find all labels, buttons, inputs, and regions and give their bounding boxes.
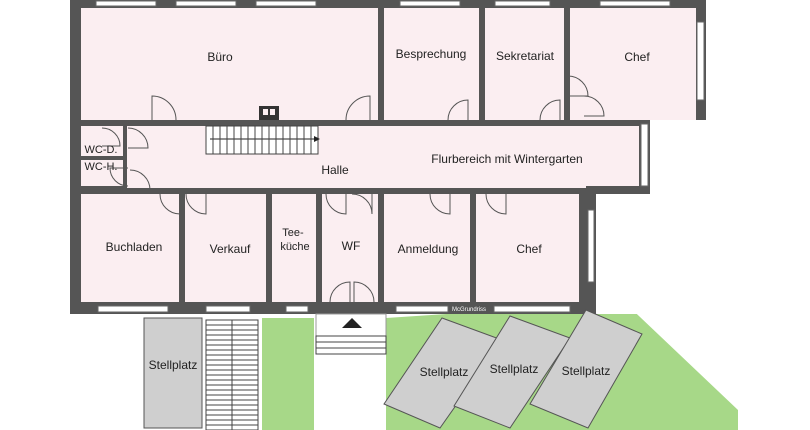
room-sekretariat [485, 8, 564, 120]
label-teekueche-2: küche [280, 241, 309, 253]
label-wf: WF [342, 239, 361, 253]
room-flur-patch [586, 126, 639, 186]
chimney-hole-2 [270, 109, 275, 115]
window-top-3 [255, 0, 317, 7]
door-wf-right [351, 193, 373, 215]
parking-lot-2 [383, 317, 503, 429]
room-chef-bottom [476, 194, 579, 302]
parking-lot-3 [453, 315, 571, 429]
parking-lots: Stellplatz Stellplatz Stellplatz Stellpl… [143, 309, 643, 429]
door-sekretariat [539, 99, 561, 121]
outdoor-stairs [205, 319, 259, 430]
door-wc-h-2 [129, 169, 151, 191]
room-chef-top [570, 8, 696, 120]
door-entry-right [353, 281, 375, 303]
window-bottom-5 [493, 305, 571, 313]
door-verkauf [185, 193, 207, 215]
window-right-top [696, 21, 705, 101]
entrance-arrow-icon [342, 318, 362, 328]
parking-label-1: Stellplatz [149, 358, 198, 372]
stairs-arrow-head [314, 136, 320, 142]
watermark: McGrundriss [452, 307, 486, 313]
label-buero: Büro [207, 50, 233, 64]
window-top-2 [175, 0, 237, 7]
parking-label-3: Stellplatz [490, 362, 539, 376]
label-wc-d: WC-D. [85, 144, 118, 156]
chimney-hole-1 [263, 109, 268, 115]
parking-lot-4 [529, 309, 643, 429]
window-chef-right [587, 209, 595, 283]
door-chef-top-2 [583, 95, 605, 117]
window-top-1 [95, 0, 157, 7]
entrance-step-3 [315, 347, 387, 355]
room-besprechung [384, 8, 479, 120]
door-besprechung [447, 99, 469, 121]
room-teekueche [272, 194, 316, 302]
door-wc-d [101, 127, 121, 147]
window-wintergarten [640, 123, 649, 187]
doors [101, 75, 605, 303]
parking-lot-1 [143, 317, 203, 429]
chimney [259, 106, 279, 120]
room-anmeldung [384, 194, 470, 302]
outer-cutout-bottom-right [596, 194, 710, 314]
indoor-stairs [205, 125, 320, 155]
watermark-text: McGrundriss [452, 307, 486, 313]
label-buchladen: Buchladen [106, 240, 163, 254]
door-chef-bottom [485, 193, 507, 215]
window-bottom-4 [395, 305, 449, 313]
label-wc-h: WC-H. [85, 161, 118, 173]
label-besprechung: Besprechung [396, 47, 467, 61]
door-entry-left [329, 281, 351, 303]
label-chef-top: Chef [624, 50, 650, 64]
entrance [315, 313, 387, 355]
room-labels: Büro Besprechung Sekretariat Chef WC-D. … [85, 47, 651, 256]
window-top-4 [399, 0, 461, 7]
label-halle: Halle [321, 163, 349, 177]
label-flur: Flurbereich mit Wintergarten [431, 152, 582, 166]
door-wc-h [109, 167, 129, 187]
door-buero-1 [151, 95, 177, 121]
label-teekueche-1: Tee- [282, 227, 304, 239]
room-wc-d [81, 126, 123, 156]
parking-label-4: Stellplatz [562, 364, 611, 378]
door-buero-2 [345, 95, 371, 121]
door-wf-left [325, 193, 347, 215]
door-anmeldung [429, 193, 451, 215]
room-buero [81, 8, 378, 120]
entrance-step-1 [315, 335, 387, 343]
window-bottom-2 [205, 305, 251, 313]
window-bottom-3 [285, 305, 309, 313]
label-chef-bottom: Chef [516, 242, 542, 256]
label-anmeldung: Anmeldung [398, 242, 459, 256]
window-top-5 [494, 0, 551, 7]
label-verkauf: Verkauf [210, 242, 251, 256]
door-wc-d-2 [127, 127, 149, 149]
window-top-6 [599, 0, 671, 7]
grass-left [262, 318, 314, 430]
door-buchladen [159, 193, 181, 215]
label-sekretariat: Sekretariat [496, 49, 555, 63]
windows [95, 0, 705, 313]
window-bottom-1 [97, 305, 169, 313]
room-buchladen [81, 194, 179, 302]
chimney-icon [259, 106, 279, 120]
wall-wintergarten-bottom [586, 186, 650, 194]
parking-label-2: Stellplatz [420, 365, 469, 379]
room-verkauf [185, 194, 266, 302]
entrance-step-2 [315, 341, 387, 349]
